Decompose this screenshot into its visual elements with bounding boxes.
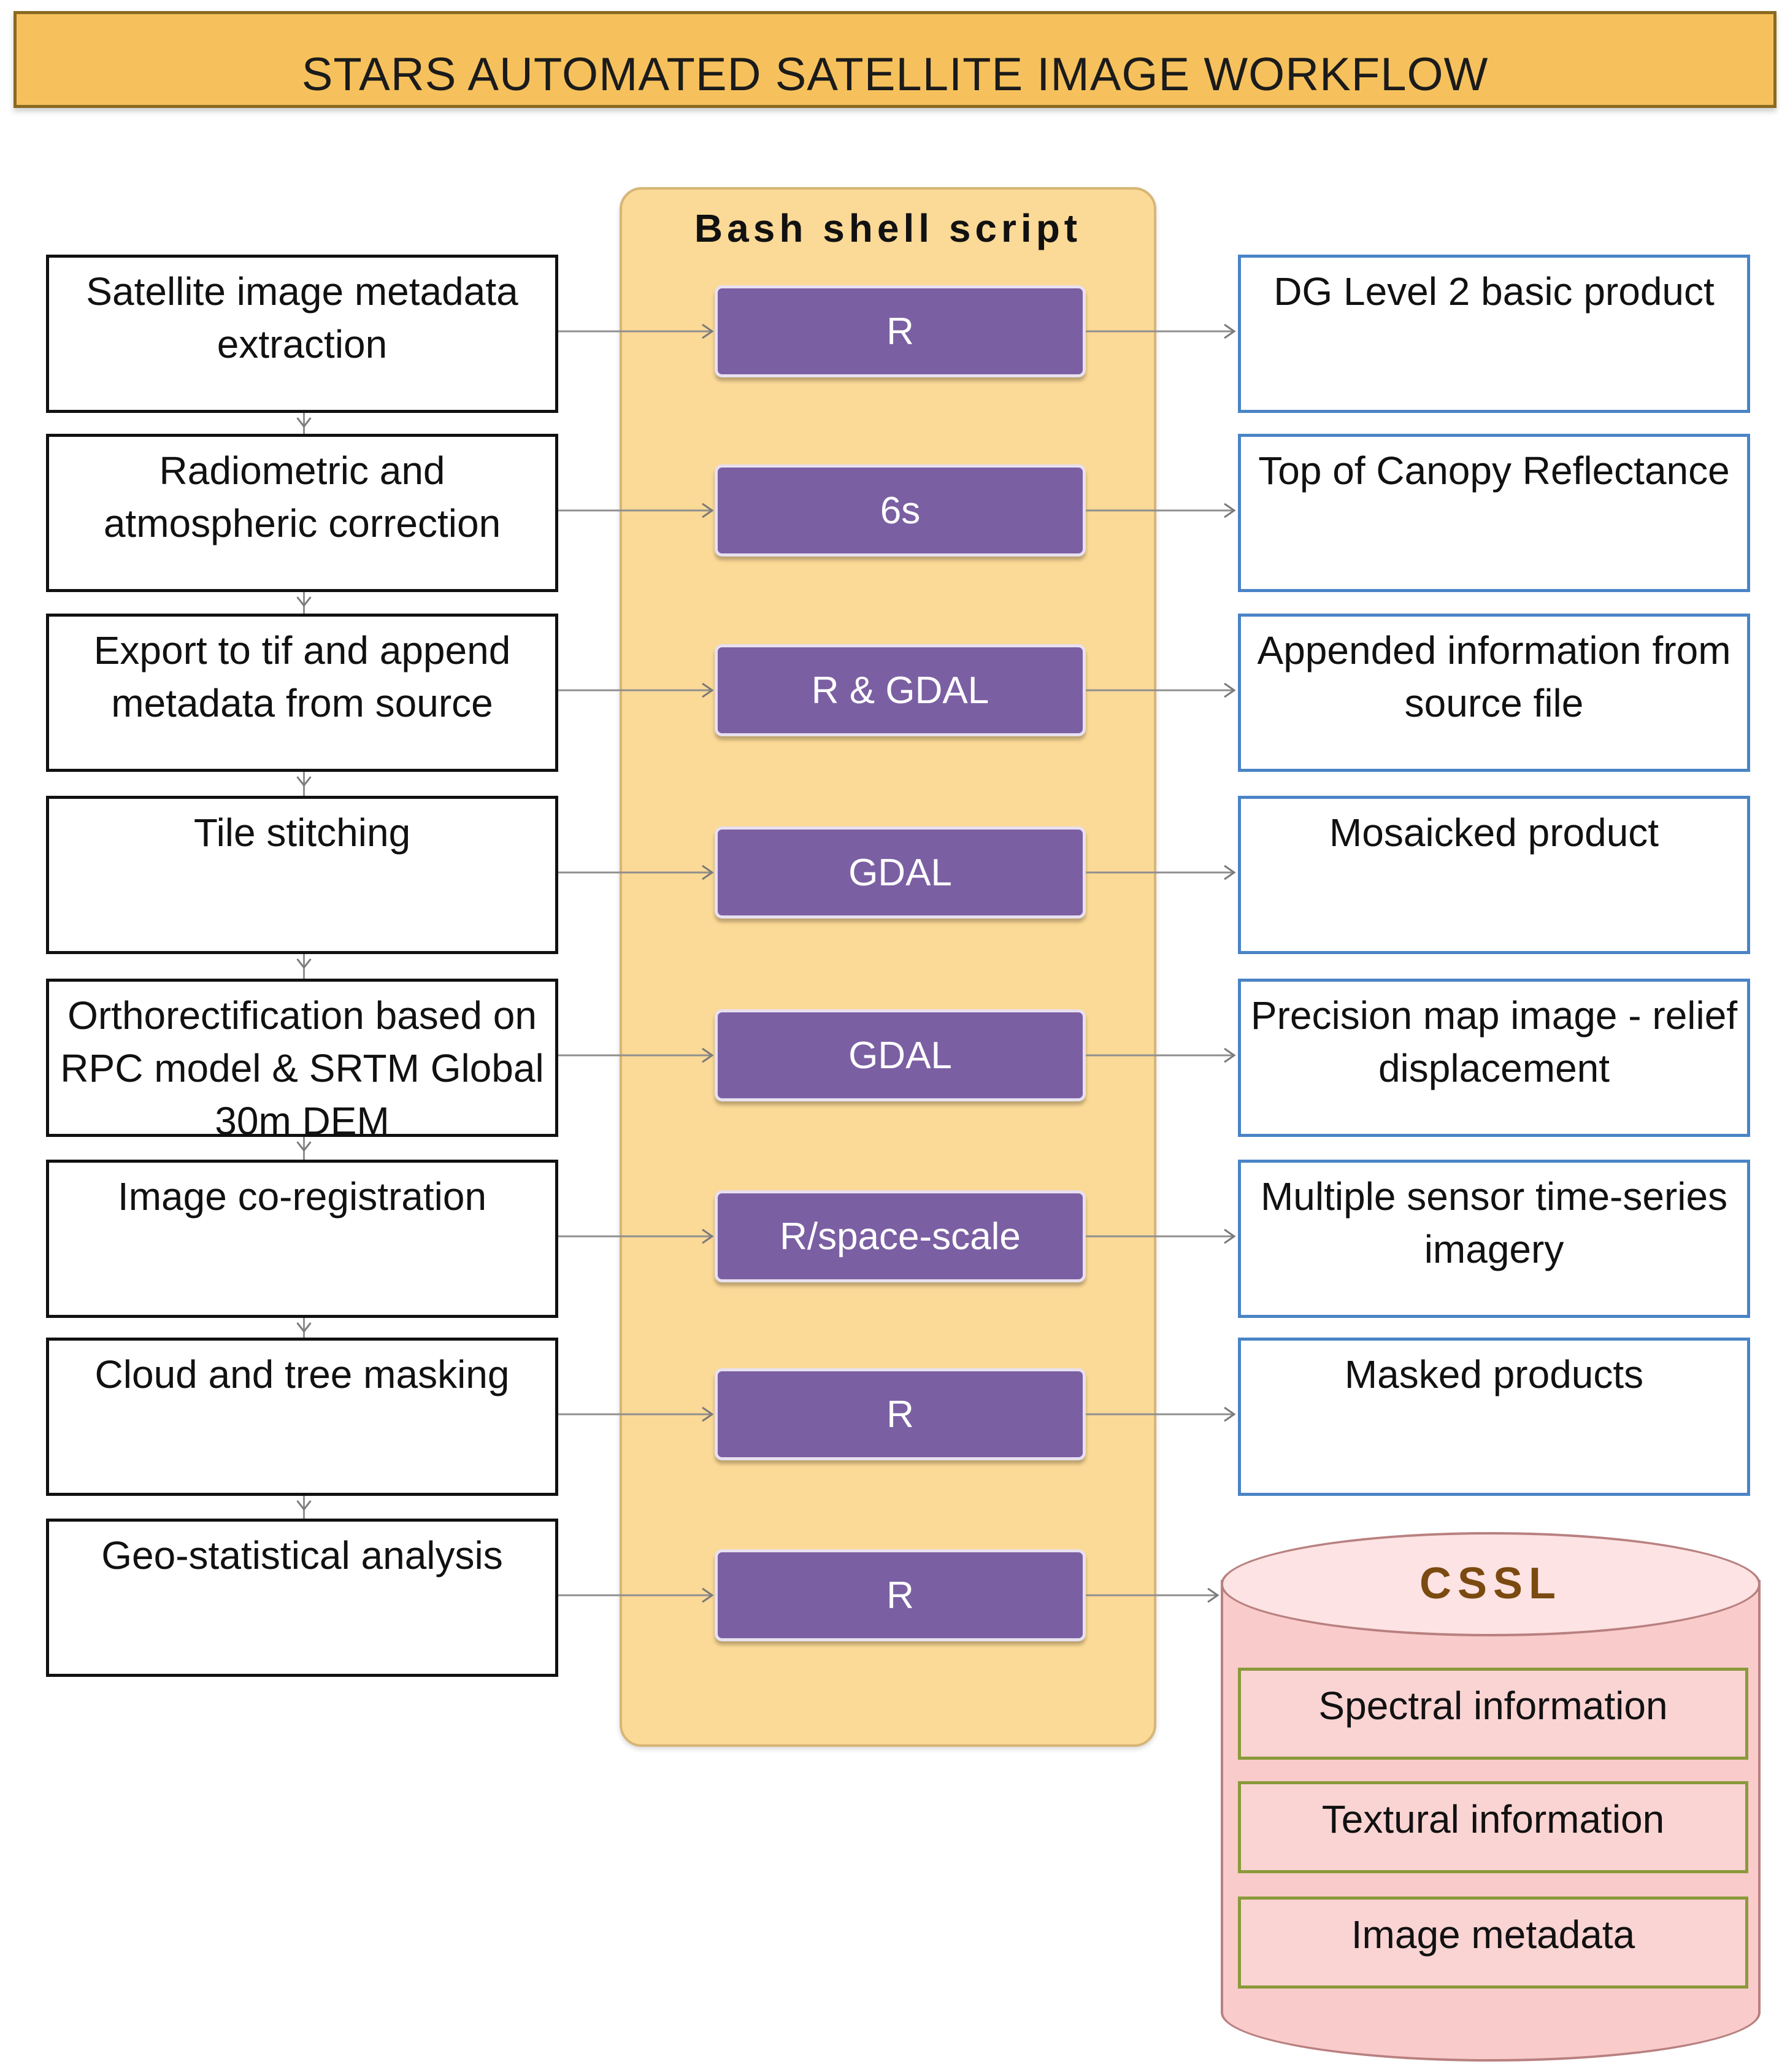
arrowhead-icon	[702, 865, 714, 880]
arrowhead-icon	[1224, 1047, 1236, 1063]
arrowhead-icon	[1224, 865, 1236, 880]
process-step-box: Radiometric and atmospheric correction	[46, 434, 558, 592]
bash-script-panel	[620, 187, 1156, 1747]
database-item-textural: Textural information	[1238, 1781, 1748, 1873]
process-step-box: Cloud and tree masking	[46, 1338, 558, 1496]
arrowhead-icon	[702, 1406, 714, 1422]
arrowhead-icon	[702, 1228, 714, 1244]
tool-label-box: GDAL	[715, 1009, 1086, 1101]
arrowhead-icon	[296, 958, 312, 969]
arrowhead-icon	[1224, 682, 1236, 698]
arrowhead-icon	[702, 1047, 714, 1063]
title-banner: STARS AUTOMATED SATELLITE IMAGE WORKFLOW	[13, 11, 1777, 108]
tool-label-box: 6s	[715, 464, 1086, 557]
process-step-box: Tile stitching	[46, 796, 558, 954]
output-product-box: Appended information from source file	[1238, 614, 1750, 772]
database-item-metadata: Image metadata	[1238, 1897, 1748, 1989]
arrowhead-icon	[296, 776, 312, 787]
arrowhead-icon	[702, 682, 714, 698]
arrowhead-icon	[1224, 503, 1236, 518]
arrowhead-icon	[296, 596, 312, 607]
arrowhead-icon	[702, 1587, 714, 1603]
output-product-box: Top of Canopy Reflectance	[1238, 434, 1750, 592]
arrowhead-icon	[296, 1500, 312, 1511]
database-item-spectral: Spectral information	[1238, 1668, 1748, 1760]
process-step-box: Image co-registration	[46, 1160, 558, 1318]
arrowhead-icon	[1207, 1587, 1220, 1603]
tool-label-box: R	[715, 1549, 1086, 1641]
output-product-box: Precision map image - relief displacemen…	[1238, 979, 1750, 1137]
database-top	[1221, 1532, 1761, 1636]
tool-label-box: R	[715, 285, 1086, 377]
process-step-box: Satellite image metadata extraction	[46, 255, 558, 413]
arrowhead-icon	[296, 417, 312, 428]
bash-panel-title: Bash shell script	[694, 206, 1082, 250]
arrowhead-icon	[296, 1322, 312, 1333]
tool-label-box: R	[715, 1368, 1086, 1460]
tool-label-box: R/space-scale	[715, 1190, 1086, 1282]
database-title: CSSL	[1419, 1559, 1562, 1608]
diagram-title: STARS AUTOMATED SATELLITE IMAGE WORKFLOW	[301, 48, 1489, 101]
tool-label-box: R & GDAL	[715, 644, 1086, 736]
process-step-box: Orthorectification based on RPC model & …	[46, 979, 558, 1143]
process-step-box: Geo-statistical analysis	[46, 1519, 558, 1677]
arrowhead-icon	[1224, 1228, 1236, 1244]
arrowhead-icon	[1224, 323, 1236, 339]
arrowhead-icon	[296, 1141, 312, 1152]
tool-label-box: GDAL	[715, 826, 1086, 919]
output-product-box: Masked products	[1238, 1338, 1750, 1496]
output-product-box: Mosaicked product	[1238, 796, 1750, 954]
arrowhead-icon	[702, 503, 714, 518]
arrowhead-icon	[1224, 1406, 1236, 1422]
arrowhead-icon	[702, 323, 714, 339]
process-step-box: Export to tif and append metadata from s…	[46, 614, 558, 772]
output-product-box: DG Level 2 basic product	[1238, 255, 1750, 413]
output-product-box: Multiple sensor time-series imagery	[1238, 1160, 1750, 1318]
